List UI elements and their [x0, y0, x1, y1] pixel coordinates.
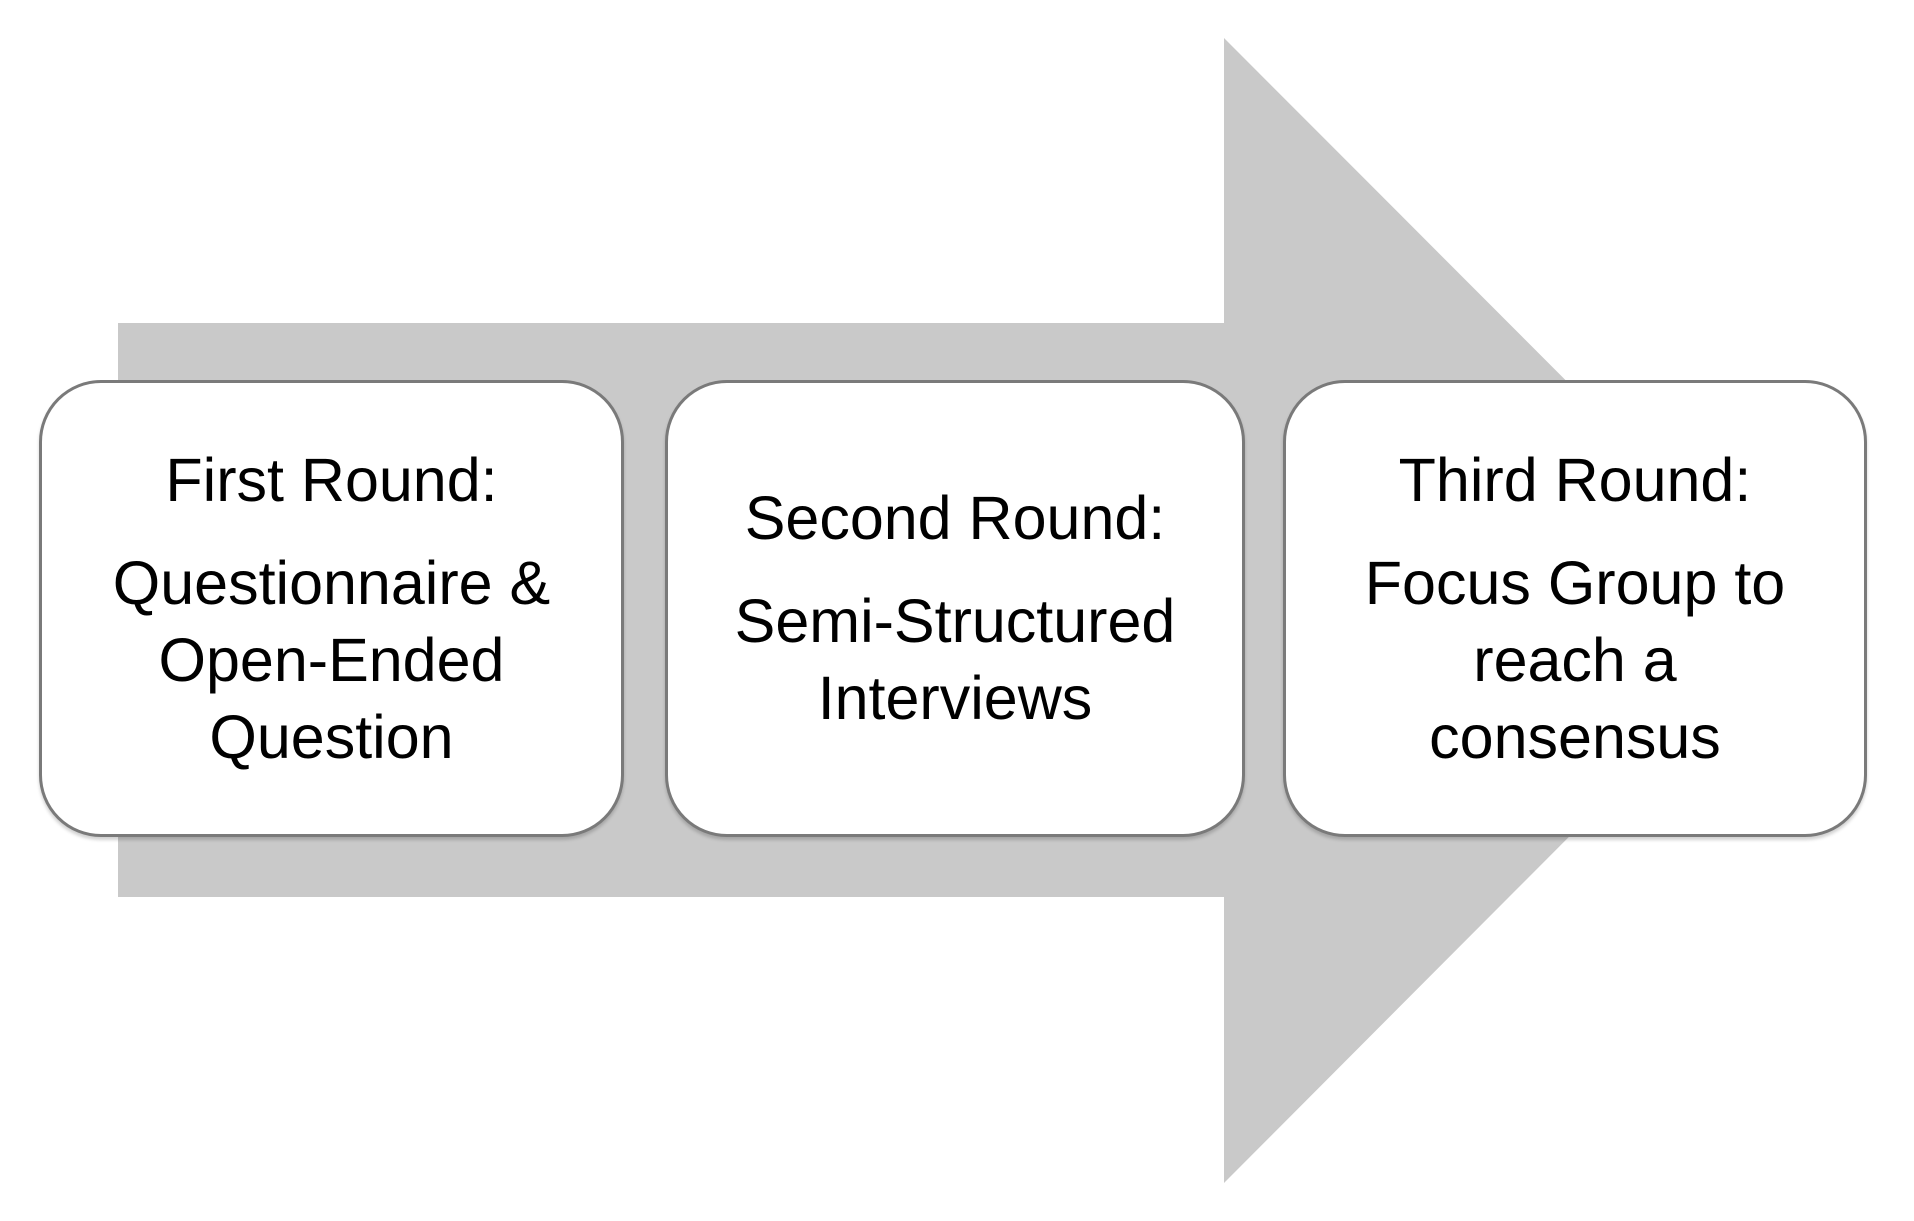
stage-body-line: consensus [1429, 702, 1721, 771]
stage-body-line: Semi-Structured [734, 587, 1176, 655]
stage-body-line: reach a [1473, 625, 1677, 694]
stage-body-line: Interviews [817, 664, 1093, 732]
stage-body-line: Open-Ended [158, 625, 505, 694]
stage-box-third-round: Third Round: Focus Group to reach a consen… [1283, 380, 1867, 837]
stage-body-third-round: Focus Group to reach a consensus [1365, 545, 1785, 776]
stage-title-first-round: First Round: [165, 445, 498, 514]
stage-body-line: Questionnaire & [112, 548, 551, 617]
stage-title-second-round: Second Round: [744, 484, 1166, 552]
stage-title-third-round: Third Round: [1398, 445, 1752, 514]
stage-body-line: Focus Group to [1364, 548, 1786, 617]
stage-body-line: Question [209, 702, 454, 771]
